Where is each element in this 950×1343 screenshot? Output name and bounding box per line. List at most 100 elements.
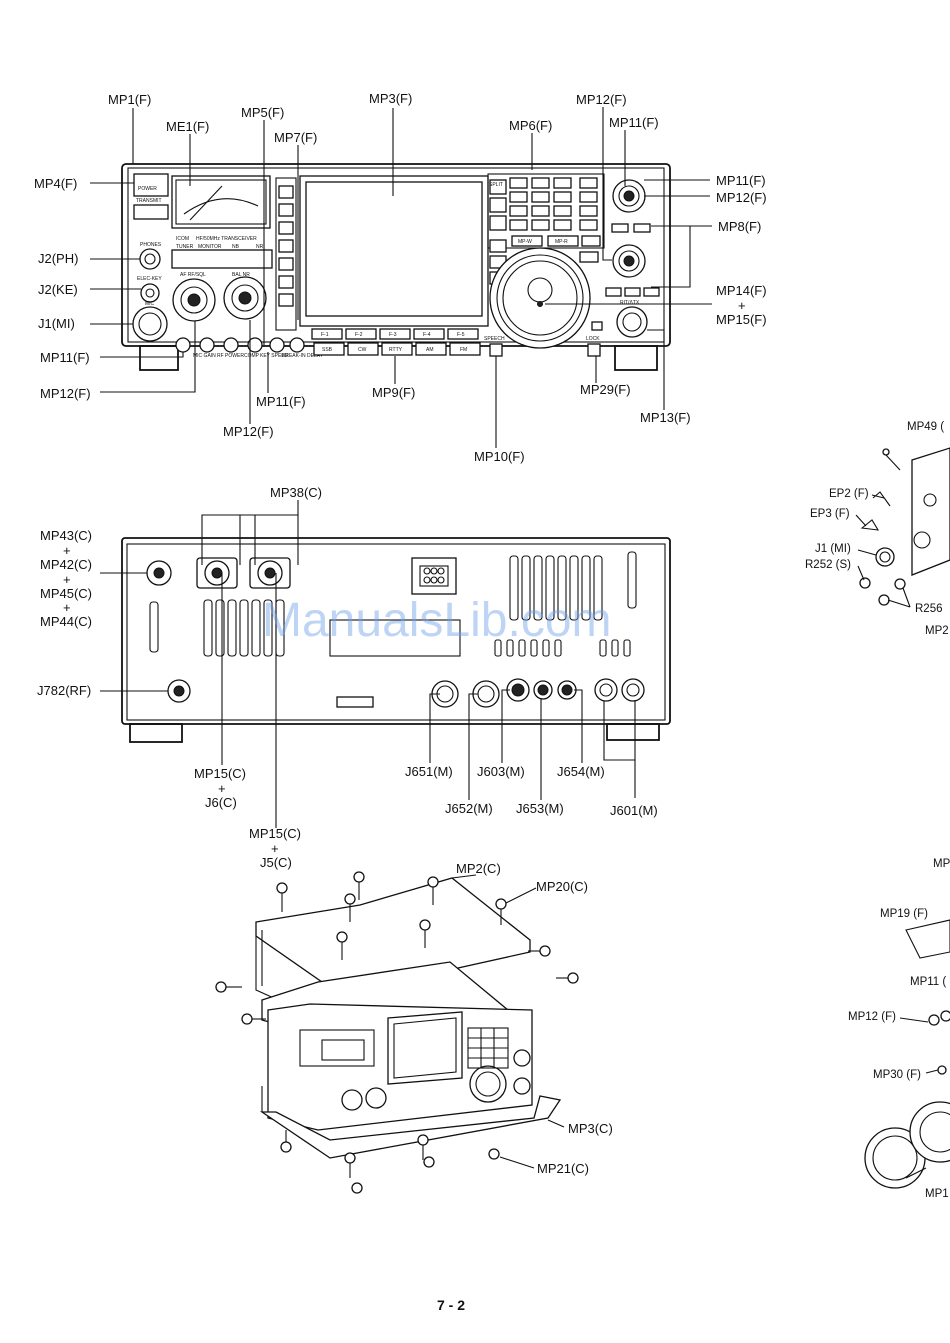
elec-key-label: ELEC-KEY — [137, 276, 162, 282]
label-mp11-right: MP11(F) — [716, 173, 766, 188]
brand-label: ICOM — [176, 236, 189, 242]
label-mp19: MP19 (F) — [880, 908, 928, 920]
mode-key-rtty: RTTY — [389, 347, 403, 353]
label-plus-b: + — [63, 572, 71, 587]
key-speed-label: KEY SPEED — [260, 353, 289, 359]
label-mp4: MP4(F) — [34, 176, 77, 191]
label-mp12-bottom: MP12(F) — [223, 424, 274, 439]
label-mp6: MP6(F) — [509, 118, 552, 133]
case-assembly-drawing — [215, 871, 579, 1194]
label-me1: ME1(F) — [166, 119, 209, 134]
mpw-label: MP-W — [518, 239, 532, 245]
label-mp1-partial: MP1 — [925, 1188, 949, 1200]
label-mp7: MP7(F) — [274, 130, 317, 145]
monitor-label: MONITOR — [198, 244, 222, 250]
nb-label: NB — [232, 244, 240, 250]
label-mp5: MP5(F) — [241, 105, 284, 120]
label-mp13: MP13(F) — [640, 410, 691, 425]
model-label: HF/50MHz TRANSCEIVER — [196, 236, 257, 242]
label-mp-partial: MP — [933, 858, 950, 870]
label-mp38: MP38(C) — [270, 485, 322, 500]
phones-label: PHONES — [140, 242, 162, 248]
front-panel-drawing: POWER TRANSMIT PHONES ELEC-KEY MIC ICOM … — [121, 163, 671, 371]
label-plus-j5: + — [271, 841, 279, 856]
transmit-label: TRANSMIT — [136, 198, 162, 204]
right-partial-labels: MP49 ( EP2 (F) EP3 (F) J1 (MI) R252 (S) … — [805, 421, 950, 1200]
label-mp14: MP14(F) — [716, 283, 767, 298]
label-ep2: EP2 (F) — [829, 488, 869, 500]
front-leader-lines — [90, 107, 712, 448]
label-j651: J651(M) — [405, 764, 453, 779]
rit-label: RIT/ΔTX — [620, 300, 640, 306]
mode-key-ssb: SSB — [322, 347, 333, 353]
label-mp1: MP1(F) — [108, 92, 151, 107]
label-ep3: EP3 (F) — [810, 508, 850, 520]
label-j2ph: J2(PH) — [38, 251, 78, 266]
label-mp49-partial: MP49 ( — [907, 421, 944, 433]
label-plus-c: + — [63, 600, 71, 615]
front-panel-labels: MP1(F) ME1(F) MP5(F) MP7(F) MP3(F) MP6(F… — [34, 91, 767, 464]
label-mp43: MP43(C) — [40, 528, 92, 543]
mpr-label: MP-R — [555, 239, 568, 245]
label-j652: J652(M) — [445, 801, 493, 816]
lock-label: LOCK — [586, 336, 600, 342]
label-mp11-top: MP11(F) — [609, 115, 659, 130]
fkey-4: F-4 — [423, 332, 431, 338]
label-mp10: MP10(F) — [474, 449, 525, 464]
label-mp9: MP9(F) — [372, 385, 415, 400]
case-assembly-labels: MP2(C) MP20(C) MP3(C) MP21(C) — [456, 861, 613, 1176]
label-j1mi: J1(MI) — [38, 316, 75, 331]
label-mp12-top: MP12(F) — [576, 92, 627, 107]
label-plus-j6: + — [218, 781, 226, 796]
speech-label: SPEECH — [484, 336, 505, 342]
label-mp21: MP21(C) — [537, 1161, 589, 1176]
label-j603: J603(M) — [477, 764, 525, 779]
label-mp15-j6: MP15(C) — [194, 766, 246, 781]
label-mp12-left: MP12(F) — [40, 386, 91, 401]
rf-power-label: RF POWER — [217, 353, 244, 359]
case-leader-lines — [451, 874, 565, 1169]
rear-panel-drawing — [121, 537, 671, 743]
fkey-1: F-1 — [321, 332, 329, 338]
label-plus-a: + — [63, 543, 71, 558]
label-j782: J782(RF) — [37, 683, 91, 698]
mode-key-fm: FM — [460, 347, 467, 353]
label-mp15-j5: MP15(C) — [249, 826, 301, 841]
watermark: ManualsLib.com — [262, 594, 612, 647]
rear-panel-labels: MP38(C) MP43(C) + MP42(C) + MP45(C) + MP… — [37, 485, 658, 870]
tuner-label: TUNER — [176, 244, 194, 250]
label-mp11-bottom: MP11(F) — [256, 394, 306, 409]
label-mp12-partial: MP12 (F) — [848, 1011, 896, 1023]
label-j1-mi: J1 (MI) — [815, 543, 851, 555]
label-j5: J5(C) — [260, 855, 292, 870]
af-rf-label: AF RF/SQL — [180, 272, 206, 278]
label-mp15: MP15(F) — [716, 312, 767, 327]
label-mp2: MP2(C) — [456, 861, 501, 876]
keypad — [489, 177, 601, 263]
label-j2ke: J2(KE) — [38, 282, 78, 297]
label-mp3-case: MP3(C) — [568, 1121, 613, 1136]
page-number: 7 - 2 — [437, 1297, 465, 1313]
mic-gain-label: MIC GAIN — [193, 353, 216, 359]
break-in-label: BREAK-IN DELAY — [282, 353, 324, 359]
bal-nr-label: BAL NR — [232, 272, 250, 278]
label-mp29: MP29(F) — [580, 382, 631, 397]
label-mp20: MP20(C) — [536, 879, 588, 894]
label-j654: J654(M) — [557, 764, 605, 779]
split-label: SPLIT — [489, 182, 503, 188]
power-switch-label: POWER — [138, 186, 157, 192]
fkey-2: F-2 — [355, 332, 363, 338]
rear-leader-lines — [100, 500, 636, 828]
right-leader-lines — [855, 494, 939, 1179]
mode-keys: SSB CW RTTY AM FM — [313, 342, 481, 356]
label-plus-mp14: + — [738, 298, 746, 313]
mode-key-cw: CW — [358, 347, 367, 353]
label-mp11-partial: MP11 ( — [910, 976, 946, 988]
label-mp8: MP8(F) — [718, 219, 761, 234]
label-mp3: MP3(F) — [369, 91, 412, 106]
label-r252: R252 (S) — [805, 559, 851, 571]
fkey-5: F-5 — [457, 332, 465, 338]
label-j6: J6(C) — [205, 795, 237, 810]
label-j601: J601(M) — [610, 803, 658, 818]
